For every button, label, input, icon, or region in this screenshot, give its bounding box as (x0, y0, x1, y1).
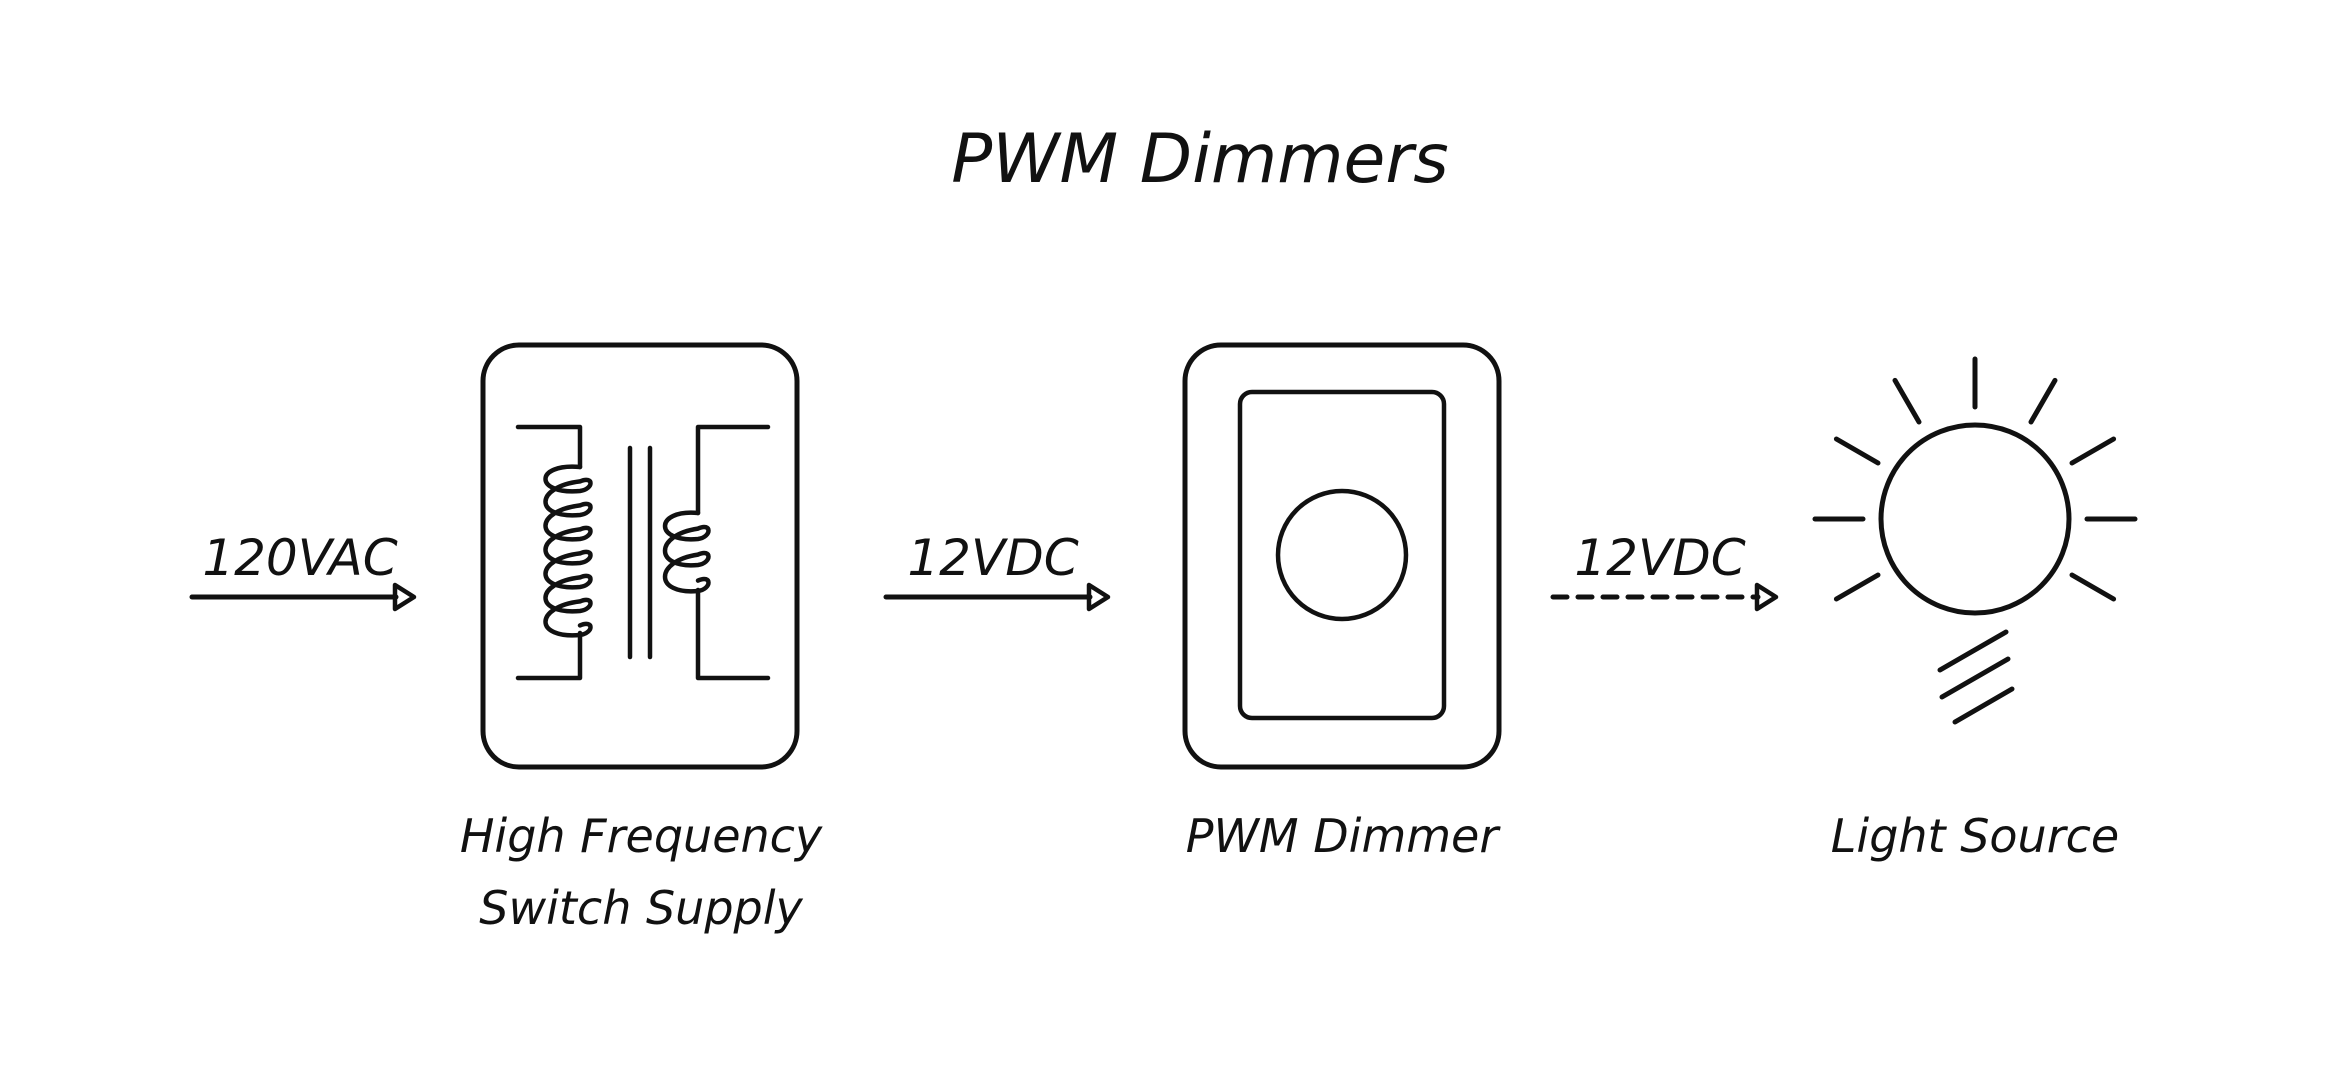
supply-caption-line1: High Frequency (460, 809, 823, 863)
dimmer-switch-icon (1237, 389, 1447, 721)
arrowhead-icon (1754, 582, 1779, 612)
sun-ray (1833, 436, 1881, 466)
transformer-icon (515, 424, 771, 681)
sun-ray (2069, 436, 2117, 466)
arrowhead-icon (1086, 582, 1111, 612)
pwm-dimmer-block (1182, 342, 1502, 770)
ac-input-label: 120VAC (202, 529, 397, 587)
light-caption: Light Source (1831, 809, 2119, 863)
dc-output-arrow: 12VDC (883, 529, 1111, 612)
supply-caption-line2: Switch Supply (479, 881, 803, 935)
ac-input-arrow: 120VAC (189, 529, 417, 612)
sun-ray (1833, 572, 1881, 602)
dc-output-label: 12VDC (907, 529, 1078, 587)
arrowhead-icon (392, 582, 417, 612)
pwm-output-arrow: 12VDC (1550, 529, 1779, 612)
sun-ray (1892, 377, 1922, 425)
diagram-title: PWM Dimmers (951, 120, 1448, 199)
switch-supply-block (480, 342, 800, 770)
sun-ray (2069, 572, 2117, 602)
dimmer-caption: PWM Dimmer (1186, 809, 1502, 863)
dimmer-outer-plate (1182, 342, 1502, 770)
pwm-output-label: 12VDC (1574, 529, 1745, 587)
sun-ray (2028, 377, 2058, 425)
sun-icon (1812, 356, 2138, 725)
supply-box (480, 342, 800, 770)
